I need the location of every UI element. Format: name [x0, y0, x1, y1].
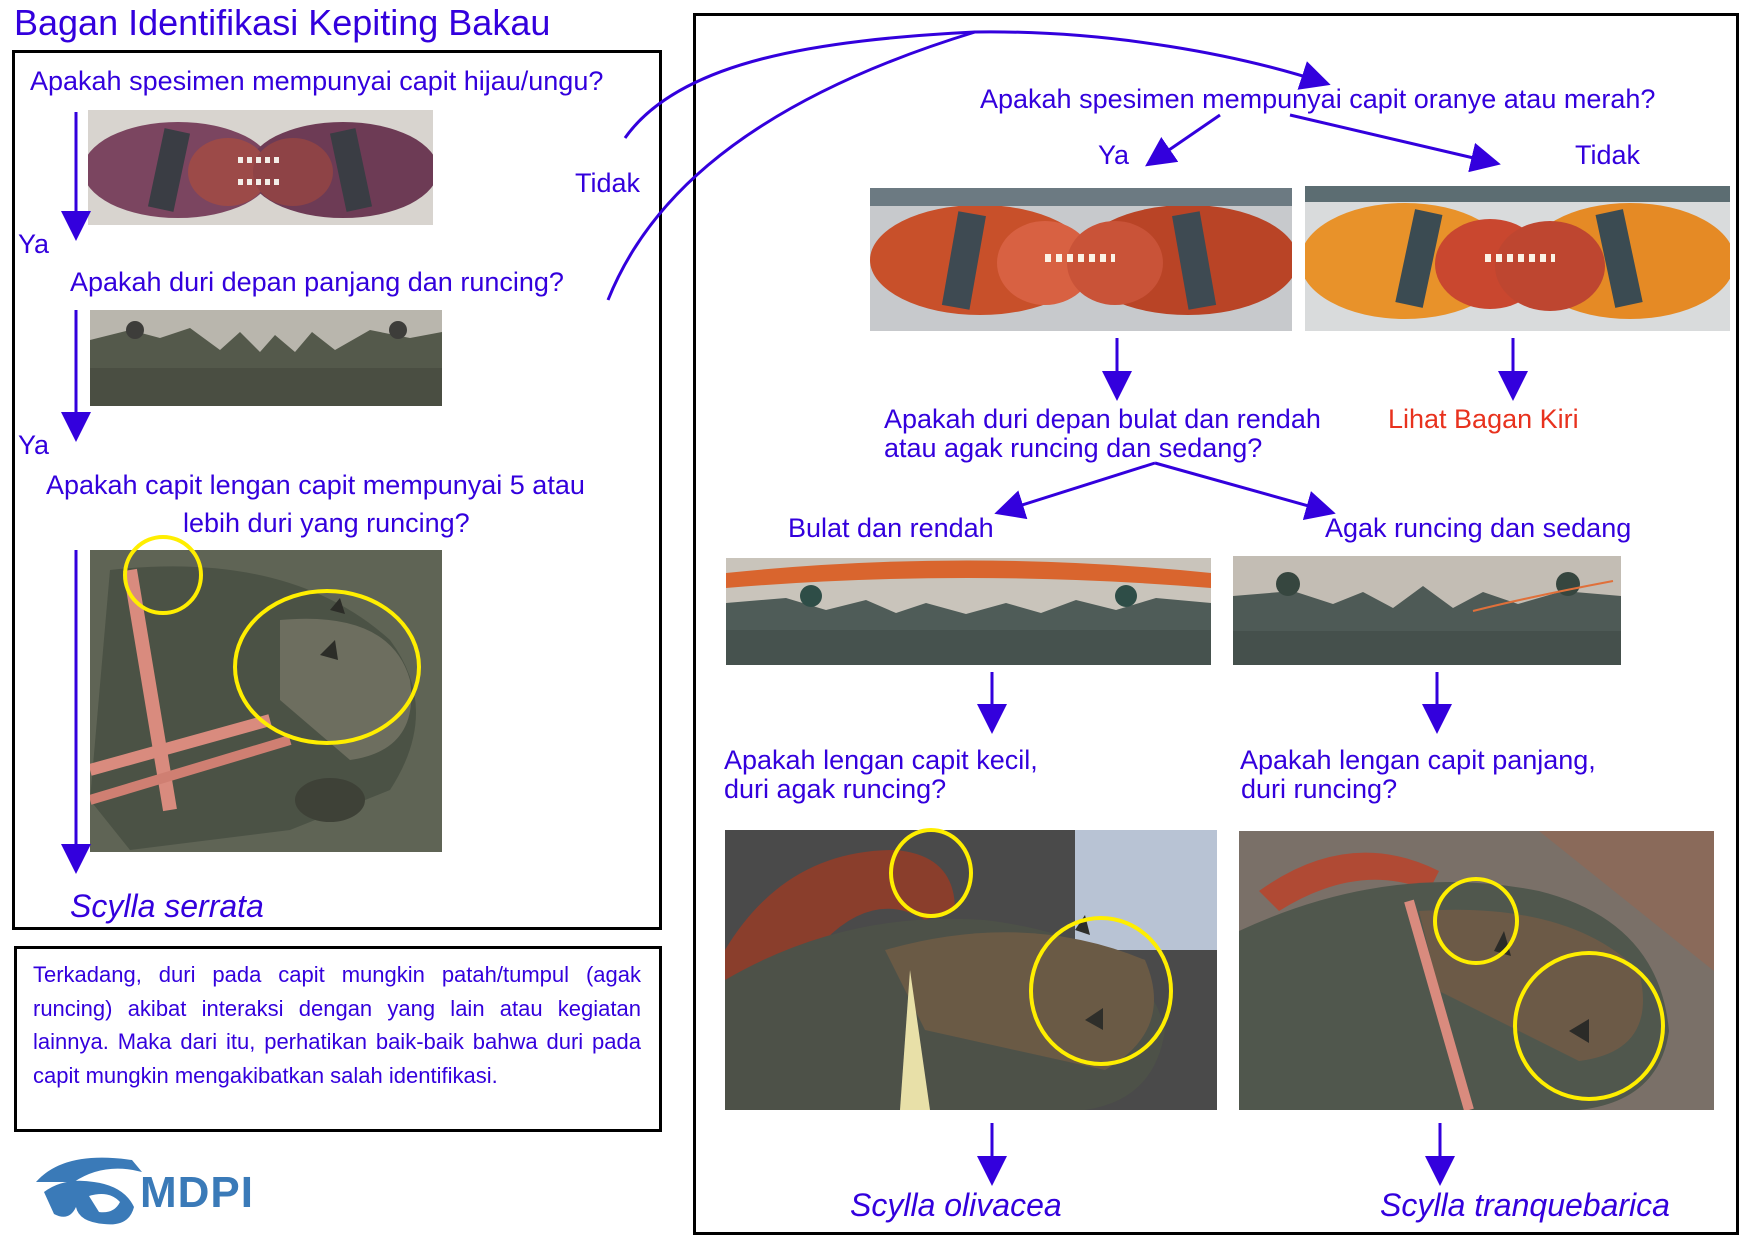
arrow-q2-to-sharp — [1154, 461, 1336, 520]
connector-right-no-to-left-q2 — [606, 30, 976, 301]
left-question-1: Apakah spesimen mempunyai capit hijau/un… — [30, 66, 604, 96]
left-question-3-line1: Apakah capit lengan capit mempunyai 5 at… — [46, 470, 585, 500]
result-scylla-tranquebarica: Scylla tranquebarica — [1380, 1187, 1670, 1223]
highlight-tranquebarica-spines-large — [1513, 951, 1665, 1101]
right-question-2-line1: Apakah duri depan bulat dan rendah — [884, 404, 1321, 434]
left-question-3-line2: lebih duri yang runcing? — [183, 508, 470, 538]
photo-orange-claws — [1305, 186, 1730, 331]
right-question-3b-line2: duri runcing? — [1241, 774, 1398, 804]
right-question-3a-line1: Apakah lengan capit kecil, — [724, 745, 1038, 775]
branch-round-low-label: Bulat dan rendah — [788, 513, 994, 543]
branch-sharp-medium-label: Agak runcing dan sedang — [1325, 513, 1632, 543]
right-no-label: Tidak — [1575, 140, 1641, 170]
right-question-2-line2: atau agak runcing dan sedang? — [884, 433, 1263, 463]
mdpi-logo-mark — [36, 1157, 142, 1225]
right-yes-label: Ya — [1098, 140, 1130, 170]
arrow-q2-to-round — [994, 461, 1156, 520]
mdpi-logo: MDPI — [34, 1152, 254, 1232]
highlight-serrata-spines-large — [233, 589, 421, 745]
left-question-2: Apakah duri depan panjang dan runcing? — [70, 267, 564, 297]
arrow-right-q1-to-no — [1289, 113, 1501, 173]
result-scylla-olivacea: Scylla olivacea — [850, 1187, 1062, 1223]
left-yes-label-1: Ya — [18, 229, 50, 259]
photo-frontal-spines-round — [726, 558, 1211, 665]
right-question-3b-line1: Apakah lengan capit panjang, — [1240, 745, 1596, 775]
left-result-species: Scylla serrata — [70, 888, 264, 924]
photo-purple-claws — [88, 110, 433, 225]
right-question-3a-line2: duri agak runcing? — [724, 774, 947, 804]
see-left-chart-label: Lihat Bagan Kiri — [1388, 404, 1579, 434]
left-flowchart-panel — [12, 50, 662, 930]
photo-frontal-spines-medium — [1233, 556, 1621, 665]
mdpi-logo-text: MDPI — [140, 1168, 254, 1217]
highlight-olivacea-spine-small — [889, 828, 973, 918]
photo-serrata-claw-spines — [90, 550, 442, 852]
highlight-olivacea-spines-large — [1029, 916, 1173, 1066]
arrow-left-no-to-right-chart — [623, 30, 1331, 139]
page-title: Bagan Identifikasi Kepiting Bakau — [14, 2, 551, 43]
photo-red-claws — [870, 188, 1292, 331]
note-text: Terkadang, duri pada capit mungkin patah… — [33, 962, 641, 1088]
note-panel: Terkadang, duri pada capit mungkin patah… — [14, 946, 662, 1132]
photo-frontal-spines-long — [90, 310, 442, 406]
highlight-serrata-spine-small — [123, 535, 203, 615]
left-yes-label-2: Ya — [18, 430, 50, 460]
highlight-tranquebarica-spine-small — [1433, 877, 1519, 965]
arrow-right-q1-to-yes — [1145, 113, 1221, 167]
right-flowchart-panel — [693, 13, 1739, 1235]
left-no-label: Tidak — [575, 168, 641, 198]
